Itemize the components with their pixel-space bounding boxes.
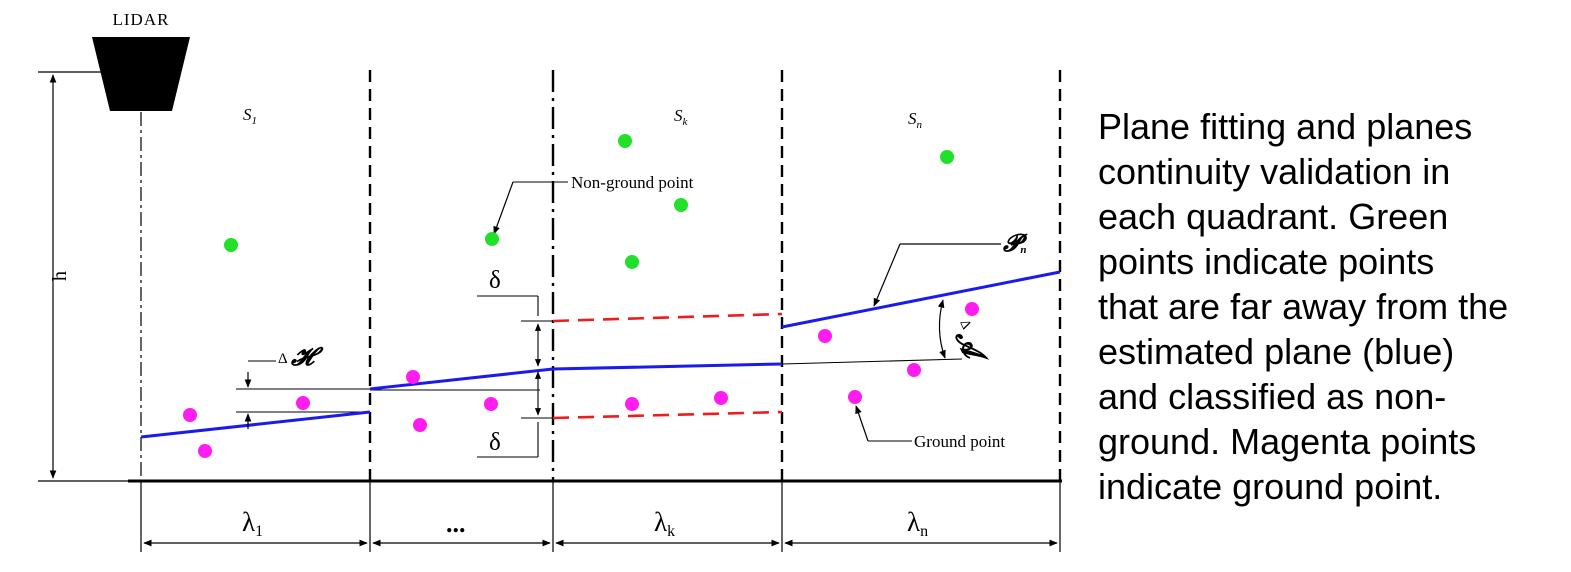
height-label: h bbox=[49, 271, 71, 281]
lidar-label: LIDAR bbox=[113, 10, 170, 29]
caption-line: indicate ground point. bbox=[1098, 466, 1443, 507]
height-dimension: h bbox=[38, 71, 130, 482]
ground-label: Ground point bbox=[914, 432, 1005, 451]
non-ground-point bbox=[618, 134, 632, 148]
caption-line: Plane fitting and planes bbox=[1098, 106, 1473, 147]
delta-h-symbol: 𝓗 bbox=[290, 344, 324, 371]
lidar-sensor: LIDAR bbox=[92, 10, 190, 111]
non-ground-point bbox=[485, 232, 499, 246]
partition-lines bbox=[140, 70, 1062, 481]
segment-label-n: Sn bbox=[908, 109, 923, 131]
caption-line: ground. Magenta points bbox=[1098, 421, 1477, 462]
non-ground-point bbox=[940, 150, 954, 164]
caption-line: continuity validation in bbox=[1098, 151, 1451, 192]
ground-point bbox=[406, 370, 420, 384]
caption-line: points indicate points bbox=[1098, 241, 1435, 282]
ground-point bbox=[625, 397, 639, 411]
segment-label-1: S1 bbox=[243, 105, 257, 127]
non-ground-point bbox=[674, 198, 688, 212]
ground-point bbox=[198, 444, 212, 458]
lambda-k-label: λk bbox=[654, 507, 675, 540]
caption-line: each quadrant. Green bbox=[1098, 196, 1449, 237]
caption-line: and classified as non- bbox=[1098, 376, 1447, 417]
delta-top-label: δ bbox=[489, 267, 501, 294]
delta-h-annotation: Δ 𝓗 bbox=[244, 344, 324, 429]
non-ground-point bbox=[625, 255, 639, 269]
caption-line: estimated plane (blue) bbox=[1098, 331, 1455, 372]
plane-symbol: 𝓟n bbox=[1003, 231, 1028, 257]
ellipsis-label: ... bbox=[446, 509, 466, 538]
non-ground-points bbox=[224, 134, 954, 269]
lidar-icon bbox=[92, 37, 190, 111]
plane-fitting-diagram: LIDAR h S1 Sk Sn bbox=[38, 10, 1062, 552]
figure-caption: Plane fitting and planes continuity vali… bbox=[1098, 104, 1558, 509]
lambda-dimensions bbox=[140, 481, 1061, 552]
ground-point bbox=[714, 391, 728, 405]
segment-labels: S1 Sk Sn bbox=[243, 105, 923, 131]
ground-point bbox=[413, 418, 427, 432]
segment-label-k: Sk bbox=[674, 106, 689, 128]
ground-point bbox=[965, 302, 979, 316]
ground-callout: Ground point bbox=[855, 405, 1005, 451]
delta-annotations bbox=[477, 295, 553, 458]
delta-bottom-label: δ bbox=[489, 429, 501, 456]
ground-point bbox=[907, 363, 921, 377]
ground-point bbox=[484, 397, 498, 411]
caption-line: that are far away from the bbox=[1098, 286, 1509, 327]
ground-point bbox=[848, 390, 862, 404]
non-ground-point bbox=[224, 238, 238, 252]
non-ground-label: Non-ground point bbox=[571, 173, 694, 192]
ground-points bbox=[183, 302, 979, 458]
ground-point bbox=[818, 329, 832, 343]
ground-point bbox=[183, 408, 197, 422]
lambda-n-label: λn bbox=[907, 507, 928, 540]
delta-h-prefix: Δ bbox=[278, 351, 288, 367]
estimated-planes bbox=[140, 270, 1061, 439]
ground-point bbox=[296, 396, 310, 410]
non-ground-callout: Non-ground point bbox=[493, 173, 694, 235]
delta-a-symbol: 𝓐 bbox=[948, 324, 992, 371]
lambda-1-label: λ1 bbox=[242, 507, 263, 540]
threshold-lines bbox=[552, 312, 783, 420]
reference-lines bbox=[236, 358, 963, 413]
